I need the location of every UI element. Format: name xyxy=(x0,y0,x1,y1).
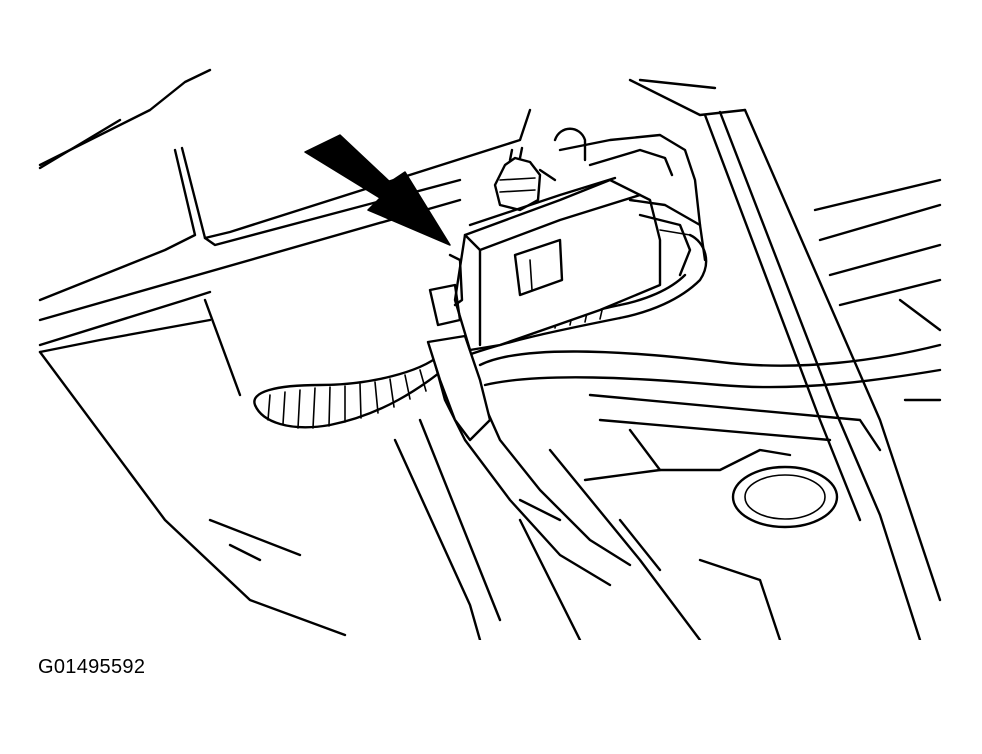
electrical-connector xyxy=(428,176,707,352)
harness-strap xyxy=(426,334,632,587)
connector-bracket xyxy=(538,127,702,227)
figure-id-label: G01495592 xyxy=(38,656,146,678)
push-pin xyxy=(493,146,542,212)
body-panel xyxy=(38,68,942,640)
arrow-icon xyxy=(304,134,451,246)
floor-hole xyxy=(731,465,839,529)
connector-location-illustration xyxy=(38,68,942,640)
cable xyxy=(478,343,942,389)
